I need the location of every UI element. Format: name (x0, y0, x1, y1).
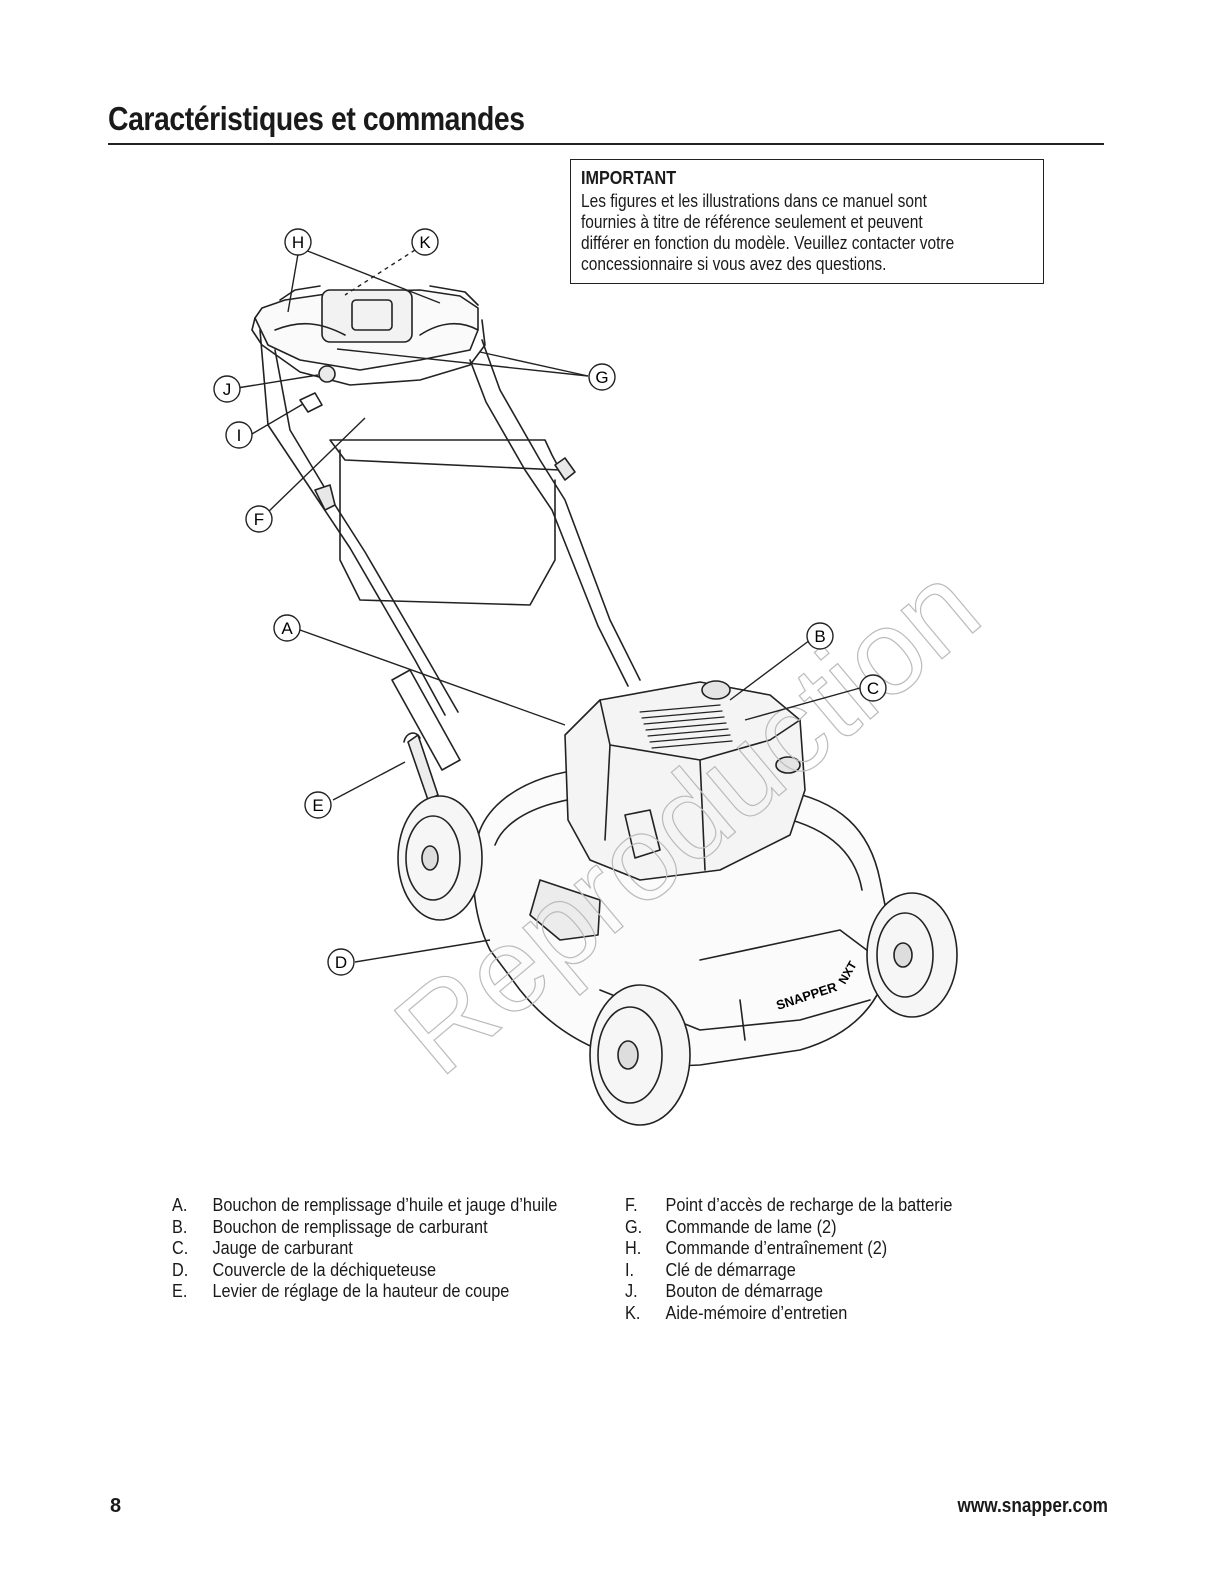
leader-lines (236, 249, 861, 963)
legend-text: Aide-mémoire d’entretien (665, 1301, 848, 1323)
svg-text:E: E (312, 796, 323, 815)
legend-letter: I. (625, 1258, 635, 1280)
legend-text: Bouton de démarrage (665, 1280, 823, 1301)
page-title: Caractéristiques et commandes (108, 100, 525, 137)
svg-text:F: F (254, 510, 264, 529)
callout-d: D (327, 948, 355, 976)
callout-g: G (588, 363, 616, 391)
callout-h: H (284, 228, 312, 256)
callout-j: J (213, 375, 241, 403)
legend-letter: A. (172, 1194, 188, 1215)
callout-i: I (225, 421, 253, 449)
callout-c: C (859, 674, 887, 702)
svg-text:I: I (237, 426, 242, 445)
legend-letter: K. (625, 1301, 641, 1323)
notice-line: fournies à titre de référence seulement … (581, 212, 923, 232)
callout-b: B (806, 622, 834, 650)
legend-text: Levier de réglage de la hauteur de coupe (212, 1280, 510, 1301)
svg-text:G: G (595, 368, 608, 387)
legend-item: K. Aide-mémoire d’entretien (625, 1302, 952, 1324)
svg-text:D: D (335, 953, 347, 972)
svg-text:H: H (292, 233, 304, 252)
legend-letter: D. (172, 1258, 189, 1280)
notice-body: Les figures et les illustrations dans ce… (581, 191, 1028, 275)
legend-item: J. Bouton de démarrage (625, 1280, 952, 1302)
notice-line: différer en fonction du modèle. Veuillez… (581, 233, 955, 253)
svg-text:C: C (867, 679, 879, 698)
engine (529, 680, 806, 941)
legend-text: Clé de démarrage (665, 1258, 796, 1280)
page-number: 8 (110, 1495, 122, 1517)
legend-letter: J. (625, 1280, 638, 1301)
legend-item: I. Clé de démarrage (625, 1259, 952, 1281)
notice-heading: IMPORTANT (581, 168, 677, 188)
legend-item: C. Jauge de carburant (172, 1237, 557, 1259)
height-lever (391, 669, 461, 801)
notice-line: concessionnaire si vous avez des questio… (581, 254, 887, 274)
legend-letter: C. (172, 1237, 189, 1258)
legend-letter: F. (625, 1194, 638, 1215)
notice-line: Les figures et les illustrations dans ce… (581, 191, 927, 211)
svg-text:J: J (223, 380, 232, 399)
legend-item: B. Bouchon de remplissage de carburant (172, 1216, 557, 1238)
callouts: H K G J I F A B (213, 228, 887, 976)
footer-url[interactable]: www.snapper.com (957, 1495, 1108, 1517)
handle-top (251, 285, 486, 413)
legend-letter: B. (172, 1215, 188, 1237)
legend-item: F. Point d’accès de recharge de la batte… (625, 1194, 952, 1216)
callout-f: F (245, 505, 273, 533)
svg-text:K: K (419, 233, 431, 252)
callout-k: K (411, 228, 439, 256)
handle-sides (259, 329, 641, 716)
legend-item: D. Couvercle de la déchiqueteuse (172, 1259, 557, 1281)
legend-letter: E. (172, 1280, 188, 1301)
legend-letter: H. (625, 1237, 642, 1258)
legend-text: Commande de lame (2) (665, 1215, 837, 1237)
legend-item: A. Bouchon de remplissage d’huile et jau… (172, 1194, 557, 1216)
svg-text:B: B (814, 627, 825, 646)
legend-left: A. Bouchon de remplissage d’huile et jau… (172, 1194, 610, 1302)
important-notice: IMPORTANT Les figures et les illustratio… (570, 159, 1044, 284)
title-rule (108, 143, 1104, 145)
legend-text: Bouchon de remplissage de carburant (212, 1215, 488, 1237)
legend-item: H. Commande d’entraînement (2) (625, 1237, 952, 1259)
legend-item: G. Commande de lame (2) (625, 1216, 952, 1238)
legend-right: F. Point d’accès de recharge de la batte… (625, 1194, 997, 1323)
legend-text: Jauge de carburant (212, 1237, 353, 1258)
legend-item: E. Levier de réglage de la hauteur de co… (172, 1280, 557, 1302)
legend-text: Bouchon de remplissage d’huile et jauge … (212, 1194, 558, 1215)
mower-illustration: SNAPPER NXT Reproduction H K G (213, 228, 1004, 1126)
rear-left-wheel (397, 795, 483, 921)
callout-a: A (273, 614, 301, 642)
legend-text: Commande d’entraînement (2) (665, 1237, 888, 1258)
front-left-wheel (589, 984, 691, 1126)
legend-text: Point d’accès de recharge de la batterie (665, 1194, 953, 1215)
legend-letter: G. (625, 1215, 643, 1237)
callout-e: E (304, 791, 332, 819)
front-right-wheel (866, 892, 958, 1018)
svg-text:A: A (281, 619, 293, 638)
legend-text: Couvercle de la déchiqueteuse (212, 1258, 437, 1280)
